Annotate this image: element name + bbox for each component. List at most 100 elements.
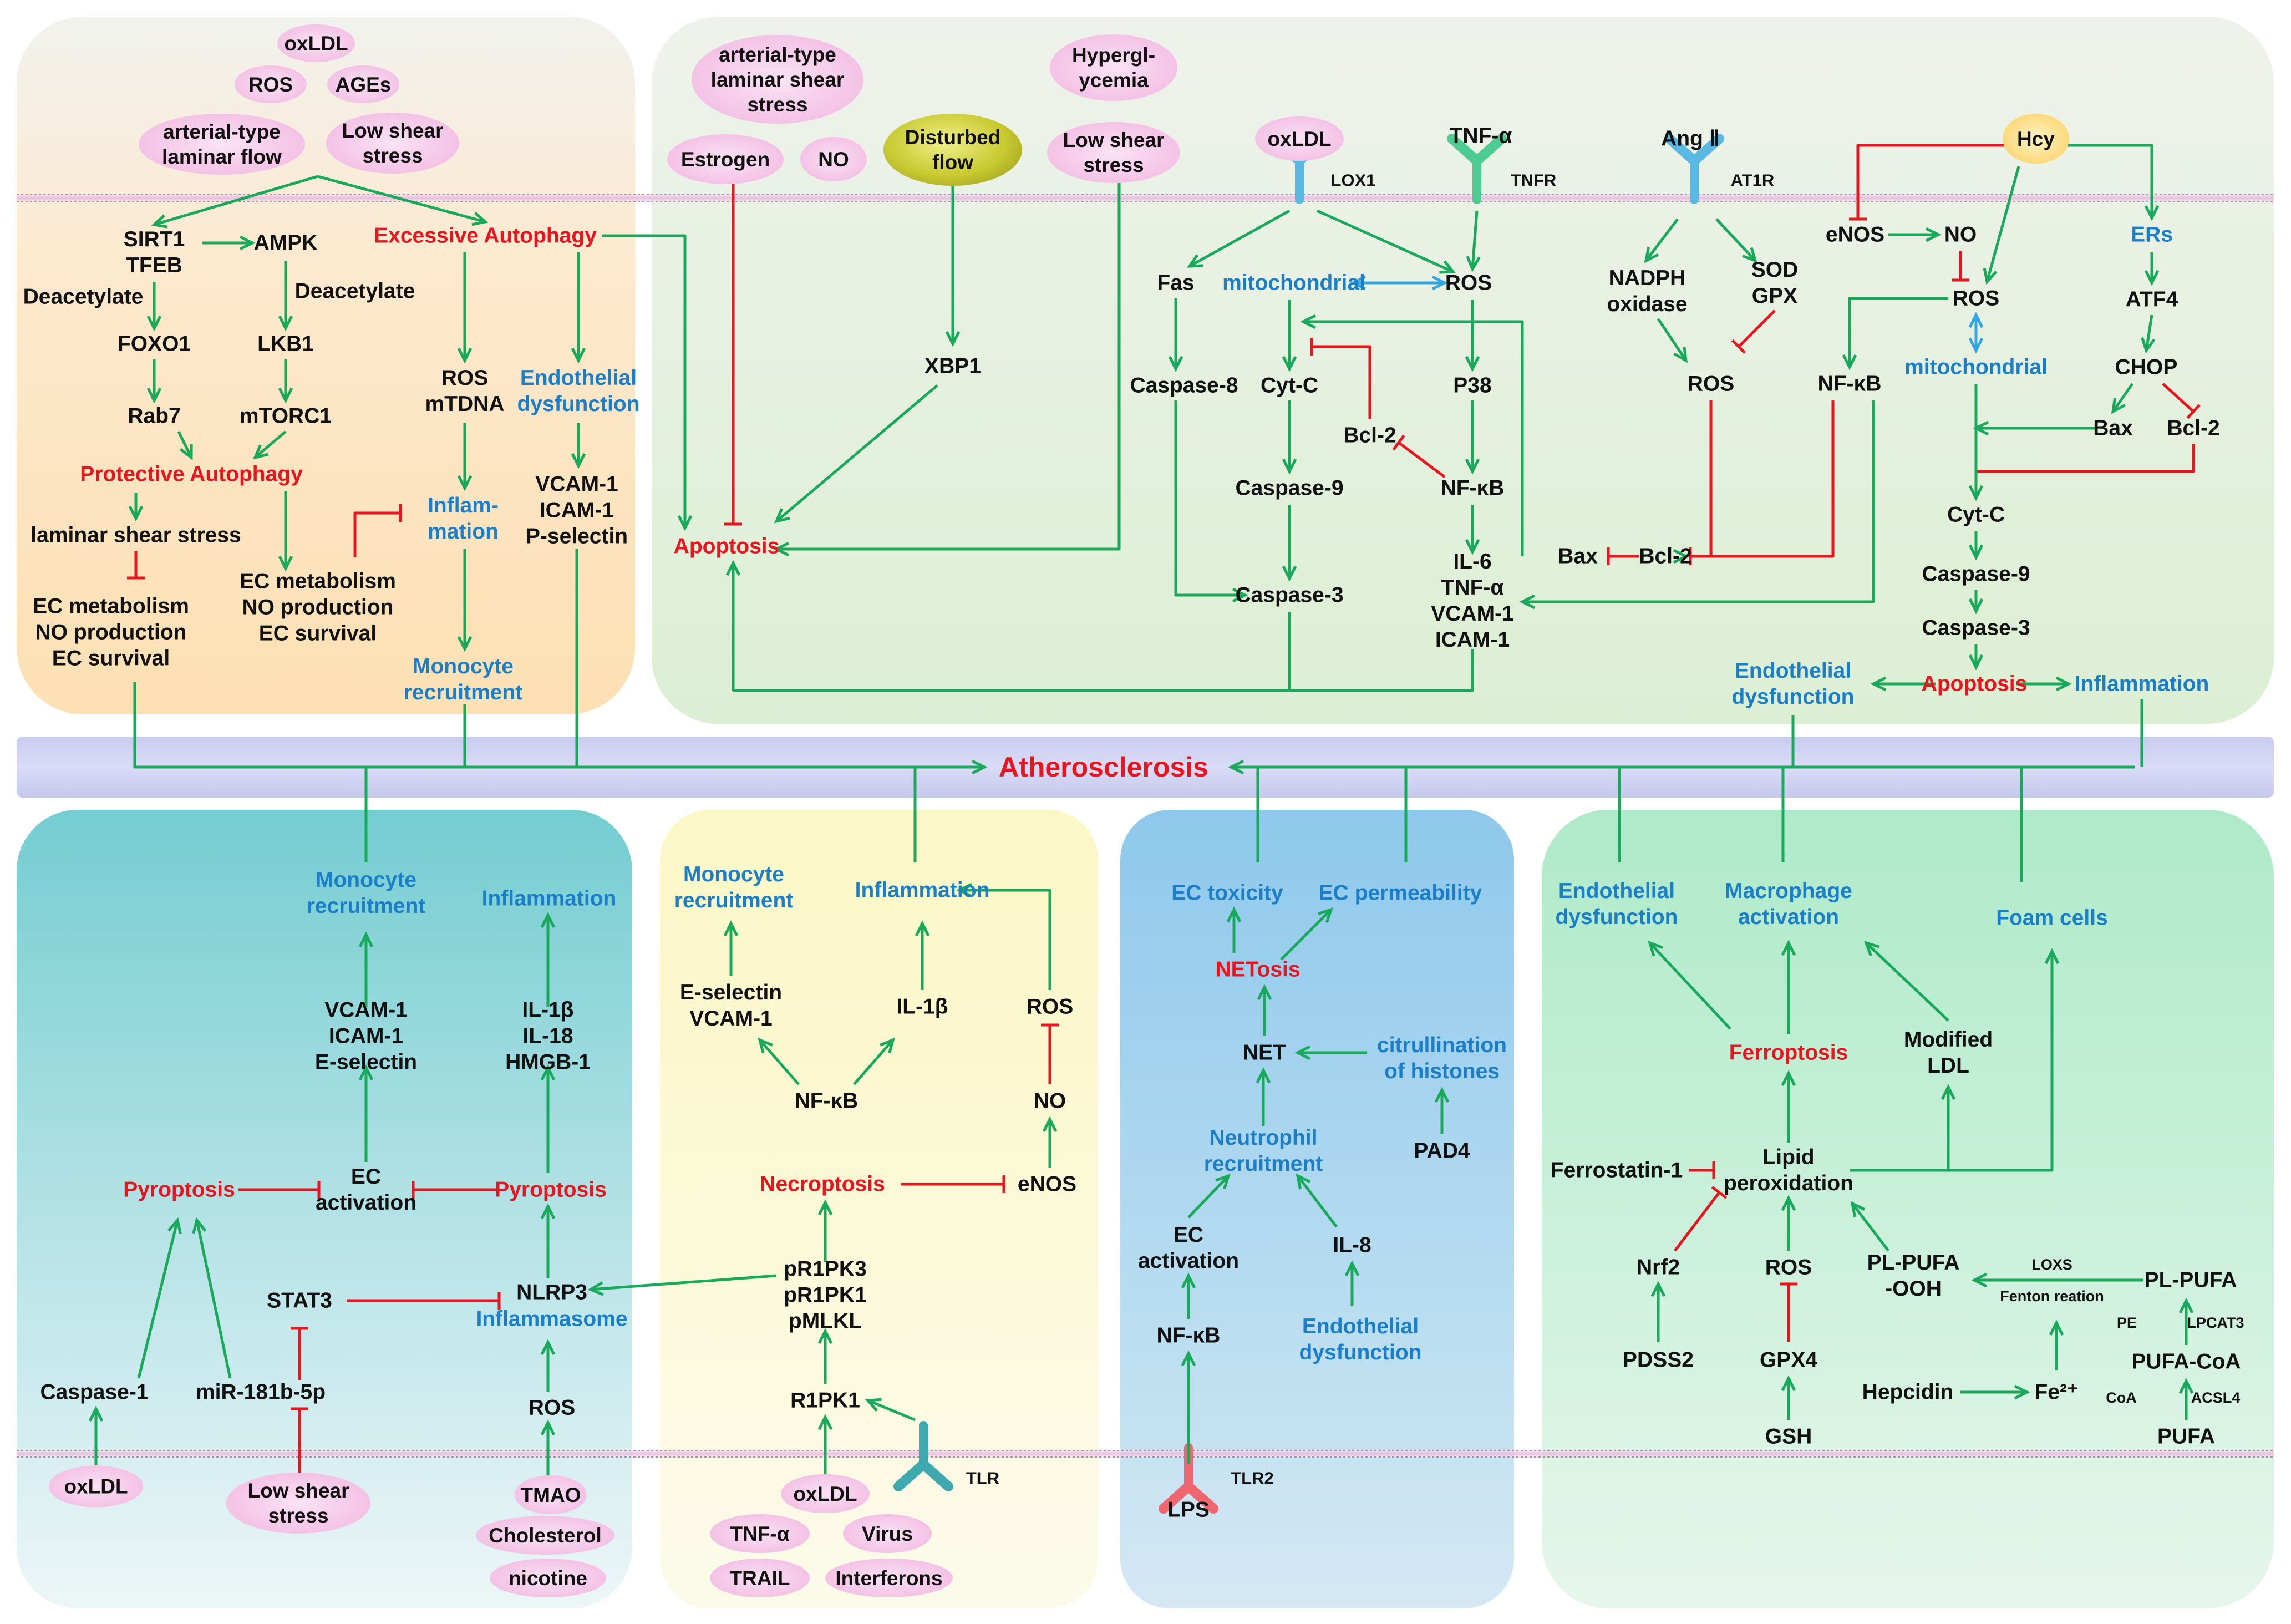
node-il1b: IL-1β — [896, 994, 948, 1019]
stimulus-cholesterol: Cholesterol — [476, 1516, 614, 1555]
node-no: NO — [1033, 1089, 1066, 1113]
activation-link — [133, 682, 982, 769]
node-inflammation: Inflam-mation — [428, 494, 499, 544]
activation-link — [1316, 209, 1454, 273]
node-pufa: PUFA — [2157, 1424, 2216, 1449]
node-tnfr: TNFR — [1510, 170, 1557, 190]
stimulus-hcy: Hcy — [2003, 114, 2069, 164]
node-nfkb-1: NF-κB — [1440, 476, 1505, 500]
inhibition-link — [1312, 345, 1371, 419]
activation-link — [1280, 909, 1332, 961]
node-coa: CoA — [2106, 1389, 2137, 1406]
inhibition-link — [353, 511, 400, 557]
node-caspase1: Caspase-1 — [40, 1380, 149, 1404]
node-fenton: Fenton reation — [2000, 1288, 2104, 1305]
activation-link — [602, 234, 687, 528]
node-caspase8: Caspase-8 — [1130, 373, 1238, 398]
node-ampk: AMPK — [253, 231, 318, 255]
activation-link — [2064, 144, 2153, 218]
node-deacetylate-2: Deacetylate — [294, 279, 415, 303]
panel-apoptosis — [652, 17, 2274, 724]
node-chop: CHOP — [2115, 355, 2178, 379]
node-cytc-1: Cyt-C — [1261, 373, 1318, 398]
node-ec-toxicity: EC toxicity — [1171, 881, 1283, 905]
activation-link — [1174, 400, 1245, 597]
panel-autophagy — [17, 17, 635, 714]
node-pl-pufa: PL-PUFA — [2144, 1268, 2237, 1292]
activation-link — [1471, 210, 1479, 270]
node-mir181b: miR-181b-5p — [195, 1380, 326, 1404]
activation-link — [2111, 383, 2134, 413]
activation-link — [1645, 218, 1679, 262]
inhibition-link — [1398, 441, 1446, 479]
node-ang-ii: Ang Ⅱ — [1661, 126, 1720, 151]
node-lox1: LOX1 — [1330, 170, 1376, 190]
inhibition-link — [2162, 383, 2195, 413]
node-nfkb: NF-κB — [794, 1089, 859, 1113]
node-pe: PE — [2116, 1315, 2137, 1331]
node-pad4: PAD4 — [1414, 1139, 1470, 1163]
node-pdss2: PDSS2 — [1623, 1348, 1694, 1372]
node-ferroptosis: Ferroptosis — [1729, 1041, 1848, 1065]
node-necroptosis: Necroptosis — [760, 1172, 885, 1196]
node-acsl4: ACSL4 — [2191, 1389, 2241, 1406]
at1r-receptor-icon — [1664, 134, 1724, 204]
node-ros: ROS — [1026, 994, 1074, 1019]
node-ers: ERs — [2131, 222, 2173, 247]
node-caspase9-1: Caspase-9 — [1235, 476, 1344, 500]
activation-link — [254, 430, 287, 459]
stimulus-ages: AGEs — [327, 65, 399, 103]
activation-link — [867, 1399, 916, 1422]
membrane-top — [17, 194, 2274, 202]
activation-link — [1649, 942, 1731, 1030]
node-pyroptosis-left: Pyroptosis — [123, 1178, 235, 1202]
node-il8: IL-8 — [1333, 1233, 1371, 1257]
node-inflammation: Inflammation — [855, 878, 990, 902]
node-nfkb-2: NF-κB — [1817, 372, 1882, 396]
node-inflammasome: Inflammasome — [476, 1307, 628, 1331]
stimulus-estrogen: Estrogen — [667, 134, 784, 184]
stimulus-hyperglycemia: Hypergl-ycemia — [1050, 34, 1177, 101]
stimulus-trail: TRAIL — [710, 1559, 810, 1597]
activation-link — [1851, 1202, 1889, 1252]
node-cytc-2: Cyt-C — [1947, 503, 2005, 527]
node-mitochondrial-1: mitochondrial — [1222, 271, 1365, 295]
node-ros-1: ROS — [1445, 271, 1492, 295]
activation-link — [1850, 951, 2054, 1172]
node-protective-autophagy: Protective Autophagy — [80, 462, 303, 486]
node-at1r: AT1R — [1730, 170, 1775, 190]
node-lpcat3: LPCAT3 — [2187, 1315, 2244, 1331]
node-inflammation: Inflammation — [481, 886, 617, 911]
activation-link — [2145, 314, 2153, 351]
node-apoptosis-right: Apoptosis — [1921, 672, 2028, 696]
node-pufa-coa: PUFA-CoA — [2131, 1349, 2241, 1374]
inhibition-link — [1976, 444, 2195, 473]
node-netosis: NETosis — [1215, 957, 1301, 982]
node-caspase3-1: Caspase-3 — [1235, 583, 1344, 607]
node-bax-1: Bax — [1558, 544, 1598, 569]
activation-link — [853, 1039, 894, 1085]
activation-link — [1188, 209, 1291, 268]
panel-necroptosis — [660, 810, 1098, 1608]
node-ros-3: ROS — [1952, 286, 2000, 311]
